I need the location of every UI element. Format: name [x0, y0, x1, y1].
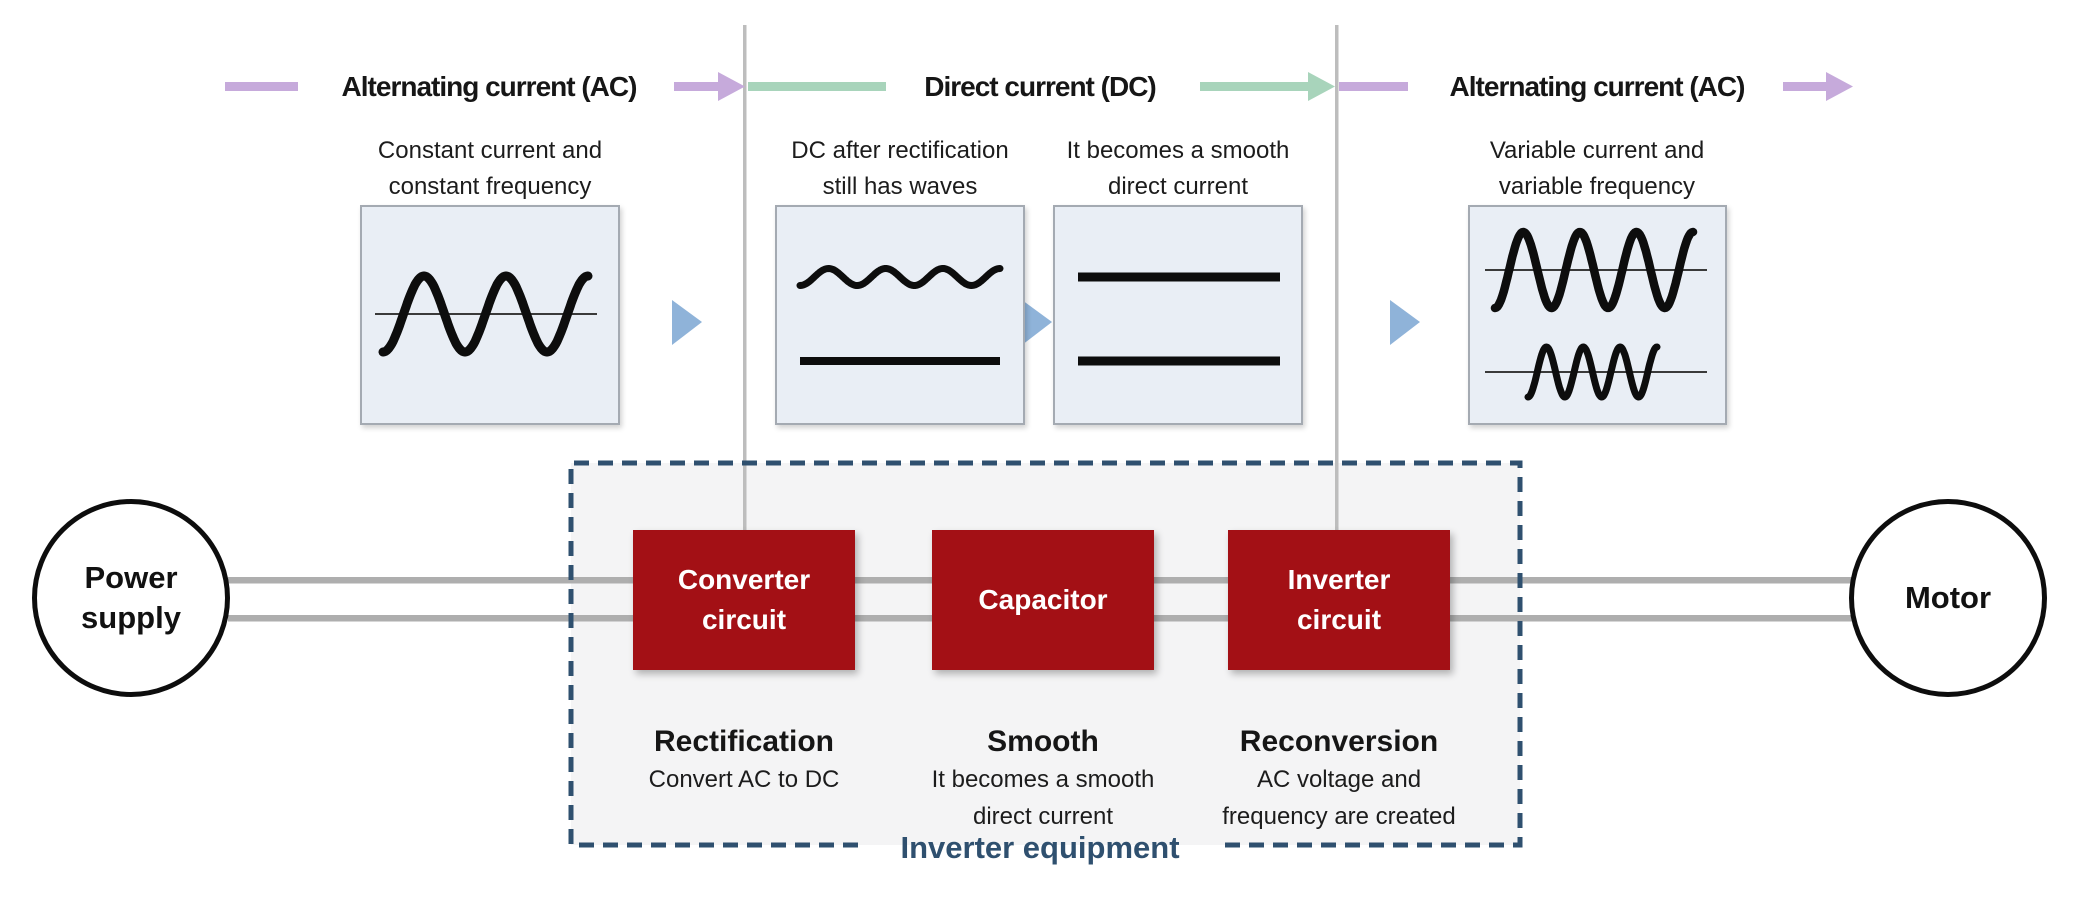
variable-ac-wave-icon	[1485, 227, 1707, 401]
dc-arrow-shaft	[1200, 82, 1308, 91]
panel-caption-1-line2: constant frequency	[388, 173, 592, 200]
stage-reconversion-desc2: frequency are created	[1222, 803, 1456, 830]
constant-ac-wave-icon	[375, 271, 597, 357]
stage-rectification-heading: Rectification	[653, 725, 835, 758]
flow-label-dc: Direct current (DC)	[924, 71, 1156, 102]
ac-left-line-icon	[225, 82, 298, 91]
wave-panel-constant-ac	[360, 205, 620, 425]
converter-circuit-box: Converter circuit	[633, 530, 855, 670]
converter-circuit-label-line2: circuit	[701, 604, 787, 635]
power-supply-label-line2: supply	[81, 600, 181, 635]
flow-label-ac-right: Alternating current (AC)	[1449, 71, 1746, 102]
divider-line-ac-dc	[743, 25, 747, 531]
wave-panel-rippled-dc	[775, 205, 1025, 425]
stage-reconversion-heading: Reconversion	[1239, 725, 1439, 758]
smooth-dc-lines-icon	[1078, 272, 1280, 366]
motor-node: Motor	[1849, 499, 2047, 697]
stage-smooth-heading: Smooth	[987, 725, 1099, 758]
inverter-circuit-label-line1: Inverter	[1287, 564, 1391, 595]
panel-caption-4: Variable current and variable frequency	[1490, 133, 1704, 205]
stage-reconversion-desc1: AC voltage and	[1256, 766, 1422, 793]
wave-panel-smooth-dc	[1053, 205, 1303, 425]
inverter-circuit-label-line2: circuit	[1296, 604, 1382, 635]
flow-label-ac-left: Alternating current (AC)	[341, 71, 638, 102]
inverter-circuit-box: Inverter circuit	[1228, 530, 1450, 670]
dc-line-icon	[748, 82, 886, 91]
wave-panel-variable-ac	[1468, 205, 1727, 425]
stage-smooth-desc1: It becomes a smooth	[931, 766, 1155, 793]
motor-label: Motor	[1904, 580, 1992, 615]
step-triangle-icon-1	[672, 300, 702, 345]
panel-caption-1-line1: Constant current and	[377, 137, 603, 164]
stage-rectification-desc1: Convert AC to DC	[648, 766, 840, 793]
capacitor-box: Capacitor	[932, 530, 1154, 670]
panel-caption-3: It becomes a smooth direct current	[1067, 133, 1290, 205]
stage-reconversion: Reconversion AC voltage and frequency ar…	[1222, 723, 1455, 835]
power-supply-node: Power supply	[32, 499, 230, 697]
rippled-dc-wave-icon	[796, 265, 1004, 365]
ac-right-arrow-icon	[1826, 72, 1853, 101]
panel-caption-3-line2: direct current	[1107, 173, 1249, 200]
ac-right-arrow-shaft	[1783, 82, 1826, 91]
divider-line-dc-ac	[1335, 25, 1339, 531]
panel-caption-2-line2: still has waves	[822, 173, 978, 200]
stage-smooth-desc2: direct current	[972, 803, 1114, 830]
panel-caption-1: Constant current and constant frequency	[378, 133, 602, 205]
panel-caption-2: DC after rectification still has waves	[791, 133, 1008, 205]
inverter-equipment-label: Inverter equipment	[900, 830, 1180, 865]
ac-right-line-icon	[1339, 82, 1408, 91]
step-triangle-icon-3	[1390, 300, 1420, 345]
stage-smooth: Smooth It becomes a smooth direct curren…	[932, 723, 1155, 835]
panel-caption-2-line1: DC after rectification	[791, 137, 1009, 164]
step-triangle-icon-2	[1022, 300, 1052, 345]
capacitor-label-line1: Capacitor	[978, 584, 1108, 615]
ac-left-arrow-shaft	[674, 82, 718, 91]
stage-rectification: Rectification Convert AC to DC	[649, 723, 840, 798]
converter-circuit-label-line1: Converter	[677, 564, 811, 595]
inverter-equipment-dashed-border	[568, 460, 1523, 848]
ac-left-arrow-icon	[718, 72, 745, 101]
power-supply-label-line1: Power	[84, 560, 178, 595]
panel-caption-4-line2: variable frequency	[1498, 173, 1696, 200]
dc-arrow-icon	[1308, 72, 1335, 101]
panel-caption-3-line1: It becomes a smooth	[1066, 137, 1290, 164]
panel-caption-4-line1: Variable current and	[1489, 137, 1705, 164]
